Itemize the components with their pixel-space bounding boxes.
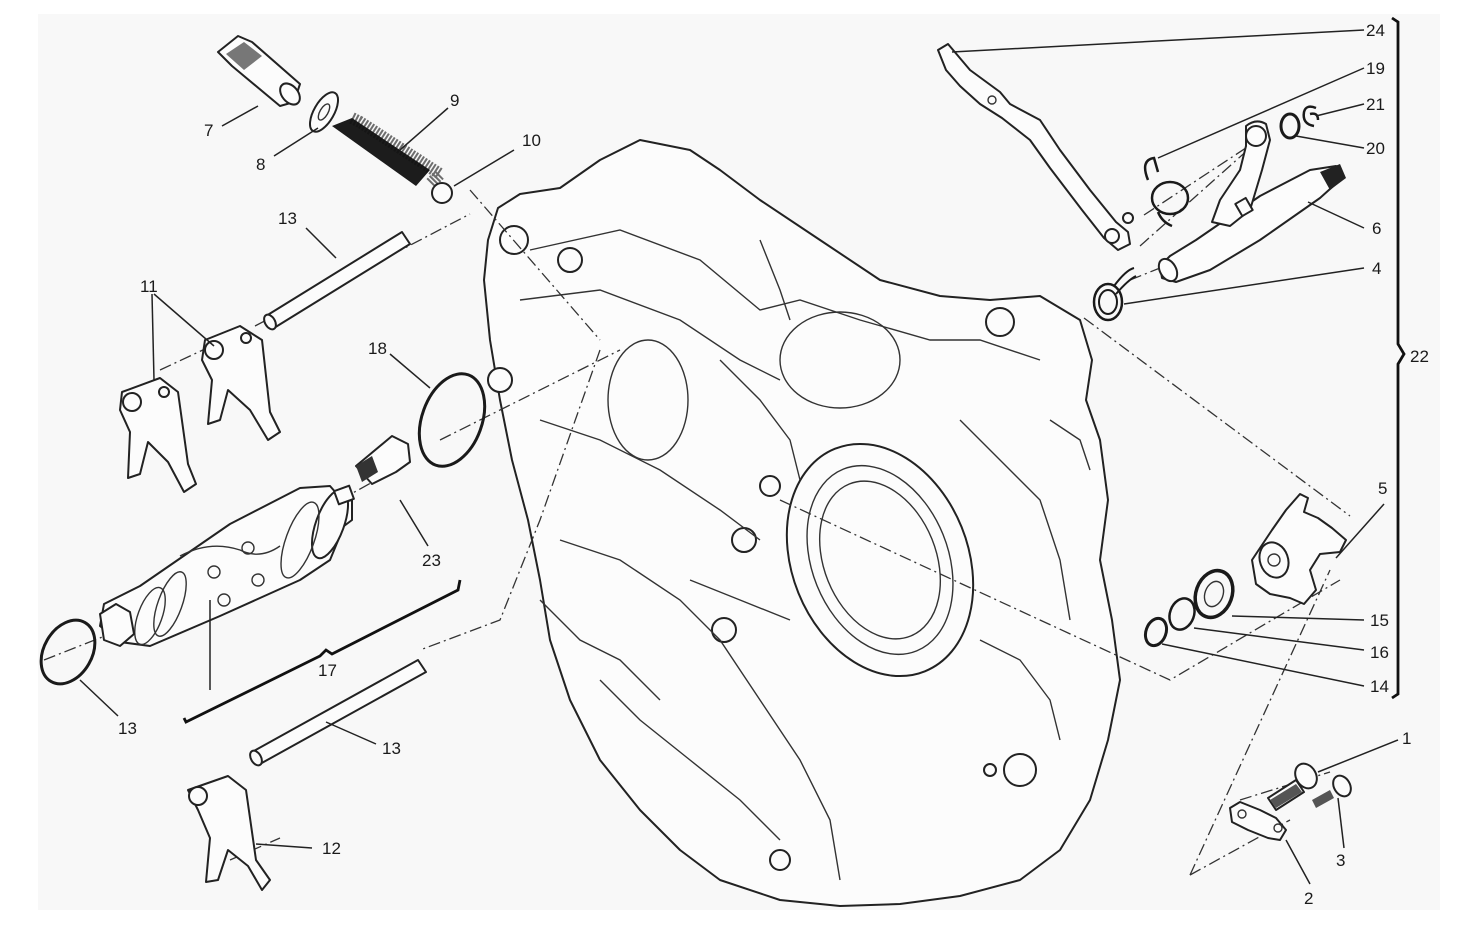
- part-20-spring: [1143, 156, 1190, 228]
- callout-6: 6: [1372, 219, 1381, 238]
- part-13-lower-rod: [249, 659, 427, 767]
- part-14-circlip: [39, 618, 97, 686]
- callout-14: 13: [118, 719, 137, 738]
- callout-21: 20: [1366, 139, 1385, 158]
- callout-13-lower: 13: [382, 739, 401, 758]
- callout-4: 4: [1372, 259, 1381, 278]
- part-24-pin: [355, 435, 411, 485]
- callout-25: 24: [1366, 21, 1385, 40]
- callout-17: 16: [1370, 643, 1389, 662]
- part-18-selector-drum: [99, 484, 355, 647]
- callout-11: 11: [140, 277, 158, 296]
- part-7-pin-bolt: [217, 35, 301, 107]
- part-1-screw: [1267, 762, 1318, 811]
- part-2-plate: [1229, 801, 1287, 841]
- callout-18: 17: [318, 661, 337, 680]
- callout-12: 12: [322, 839, 341, 858]
- callout-13-upper: 13: [278, 209, 297, 228]
- part-12-selector-fork: [187, 775, 271, 891]
- part-21-washer: [1279, 112, 1301, 140]
- leader-lines: [79, 29, 1399, 885]
- part-11-selector-forks: [119, 325, 281, 493]
- crankcase-half: [483, 139, 1121, 907]
- part-9-spring: [332, 112, 450, 189]
- part-4-torsion-spring: [1092, 267, 1137, 322]
- callout-3: 3: [1336, 851, 1345, 870]
- callout-16: 15: [1370, 611, 1389, 630]
- callout-9: 9: [450, 91, 459, 110]
- callout-7: 7: [204, 121, 213, 140]
- callout-15: 14: [1370, 677, 1389, 696]
- callout-19: 18: [368, 339, 387, 358]
- callout-24: 23: [422, 551, 441, 570]
- callout-5: 5: [1378, 479, 1387, 498]
- callout-1: 1: [1402, 729, 1411, 748]
- part-10-ball: [431, 182, 453, 204]
- callout-2: 2: [1304, 889, 1313, 908]
- callout-22: 21: [1366, 95, 1385, 114]
- callout-10: 10: [522, 131, 541, 150]
- part-16-seal: [1193, 568, 1235, 620]
- part-23-bracket: [1391, 16, 1406, 700]
- part-19-o-ring: [417, 372, 487, 468]
- part-5-selector-plate: [1251, 493, 1347, 605]
- callout-8: 8: [256, 155, 265, 174]
- part-17-washer: [1168, 597, 1196, 631]
- part-25-lever: [937, 43, 1134, 251]
- callout-labels: 7 8 9 10 13 11 18 23 17 13 13 12 24 19 2…: [118, 21, 1429, 908]
- part-3-screw: [1312, 774, 1352, 808]
- part-13-upper-rod: [263, 231, 411, 331]
- callout-23: 22: [1410, 347, 1429, 366]
- callout-20: 19: [1366, 59, 1385, 78]
- part-22-circlip: [1302, 105, 1320, 128]
- part-6-gear-change-shaft: [1157, 120, 1346, 283]
- part-18-bracket: [182, 579, 462, 724]
- part-15-circlip: [1143, 616, 1169, 648]
